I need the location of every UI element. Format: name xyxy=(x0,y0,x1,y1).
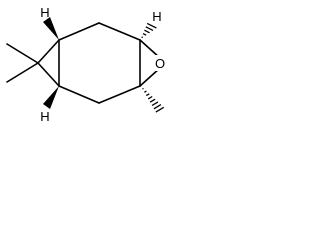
bond-upper-bridgehead-to-upper-ch2 xyxy=(58,22,100,41)
hydrogen-label-lower-bridgehead: H xyxy=(40,109,49,124)
bond-upper-ch2-to-epoxide-carbon xyxy=(98,22,141,41)
bond-gem-dimethyl-carbon-to-upper-bridgehead xyxy=(37,39,60,64)
molecule-structure-diagram: O H H H xyxy=(6,5,167,124)
wedge-bond-lower-bridgehead-hydrogen xyxy=(43,86,59,109)
bond-methyl-epoxide-carbon-to-lower-ch2 xyxy=(98,85,141,104)
bond-gem-dimethyl-carbon-to-lower-bridgehead xyxy=(37,62,60,87)
bond-lower-ch2-to-lower-bridgehead xyxy=(58,85,100,104)
oxygen-atom-label: O xyxy=(155,56,165,71)
hashed-bond-epoxide-methyl xyxy=(142,87,165,113)
bond-upper-methyl xyxy=(6,43,39,64)
cyclopropane-ring xyxy=(37,39,60,87)
hydrogen-label-epoxide-carbon: H xyxy=(152,9,161,24)
hashed-bond-epoxide-hydrogen xyxy=(141,22,157,39)
gem-dimethyl-groups xyxy=(6,43,39,83)
bond-lower-methyl xyxy=(6,62,39,83)
hydrogen-label-upper-bridgehead: H xyxy=(40,5,49,20)
cyclohexane-ring xyxy=(58,22,141,104)
wedge-bond-upper-bridgehead-hydrogen xyxy=(43,17,59,40)
